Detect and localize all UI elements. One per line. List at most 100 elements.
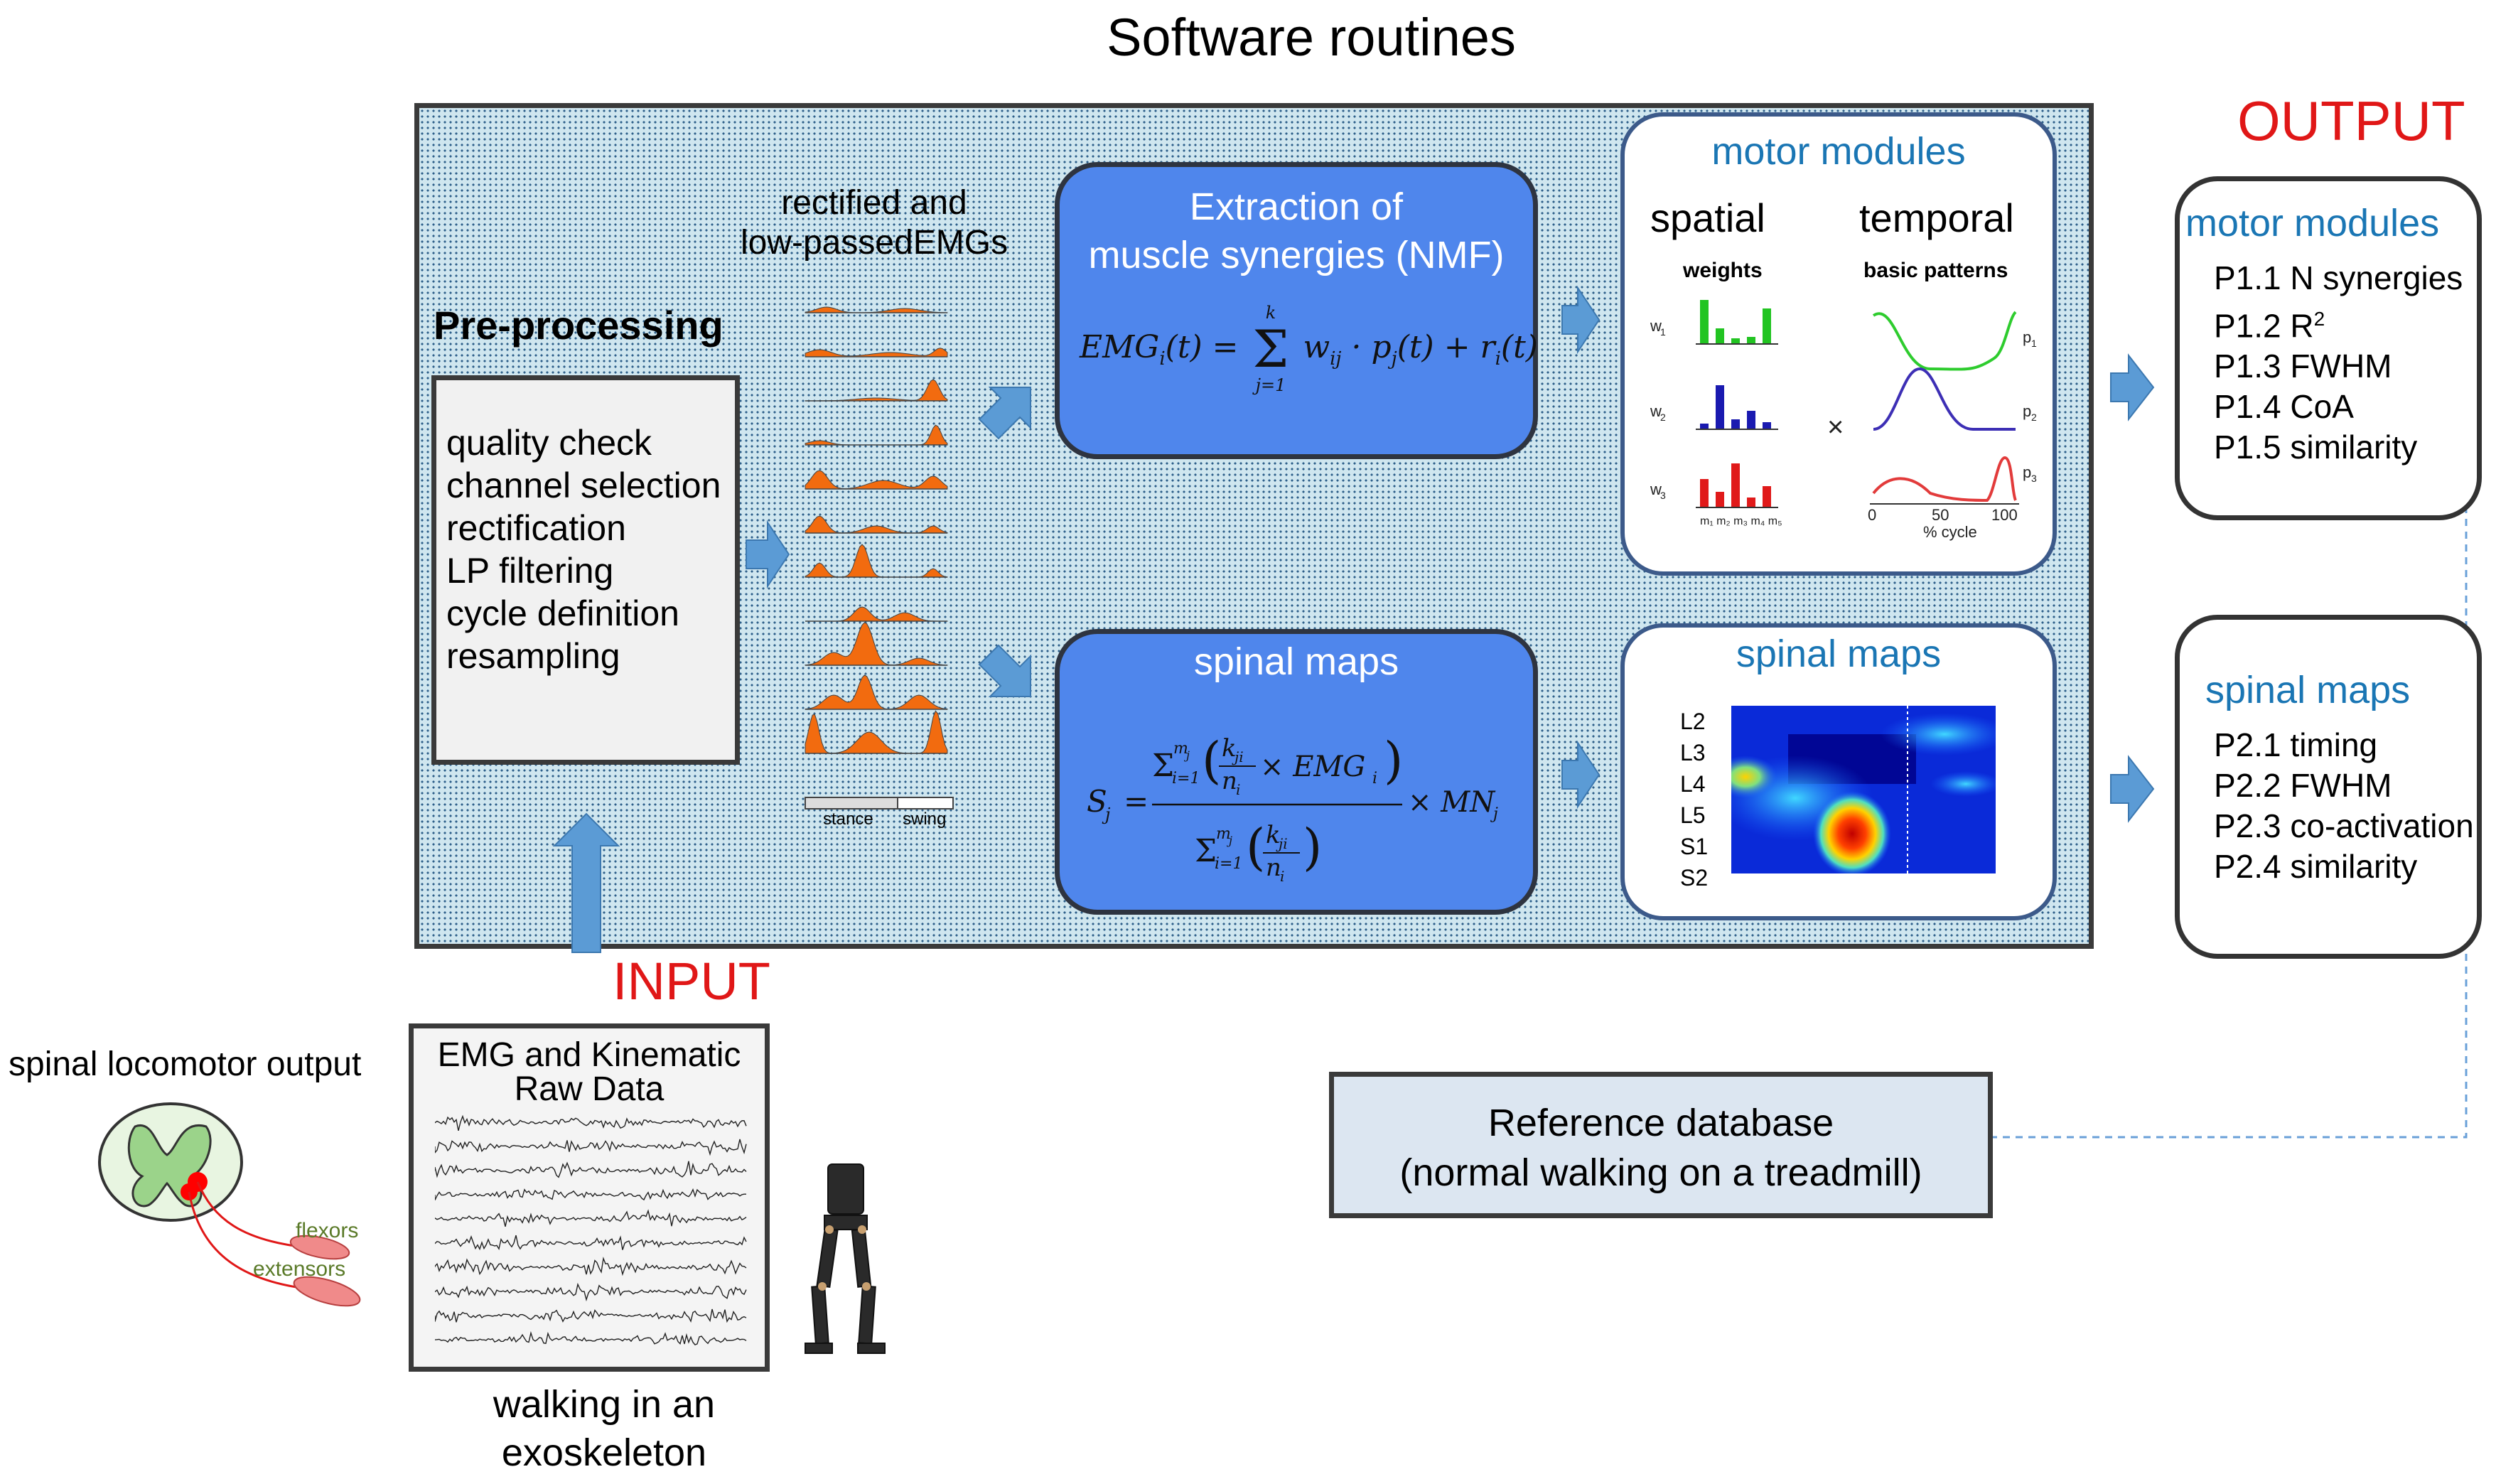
spinal-formula-title: spinal maps xyxy=(1193,640,1399,683)
emg-trace xyxy=(805,515,948,534)
p1-label: p xyxy=(2023,328,2031,346)
reference-line2: (normal walking on a treadmill) xyxy=(1399,1151,1922,1194)
extensor-nerve xyxy=(188,1191,321,1291)
output-p2-4: P2.4 similarity xyxy=(2214,848,2418,885)
weight-bar xyxy=(1700,479,1709,507)
level-s1: S1 xyxy=(1680,834,1709,859)
pattern-p3-curve xyxy=(1872,456,2017,502)
temporal-label: temporal xyxy=(1859,195,2014,240)
svg-text:(: ( xyxy=(1202,731,1221,790)
step-quality-check: quality check xyxy=(446,423,652,463)
svg-text:2: 2 xyxy=(1660,412,1666,423)
output-p1-2: P1.2 R2 xyxy=(2214,307,2325,345)
spinal-levels: L2 L3 L4 L5 S1 S2 xyxy=(1680,706,1708,893)
emg-trace xyxy=(805,306,948,313)
raw-data-box: EMG and Kinematic Raw Data xyxy=(409,1023,770,1372)
weight-bar xyxy=(1731,419,1740,429)
level-l2: L2 xyxy=(1680,709,1706,734)
swing-bar xyxy=(897,797,954,810)
w2-label: w xyxy=(1650,402,1662,420)
basic-patterns-label: basic patterns xyxy=(1863,259,2008,282)
muscle-labels: m₁ m₂ m₃ m₄ m₅ xyxy=(1700,515,1782,527)
level-l5: L5 xyxy=(1680,802,1706,828)
raw-signal-trace xyxy=(435,1257,747,1276)
raw-signal-trace xyxy=(435,1139,747,1156)
output-heading: OUTPUT xyxy=(2237,90,2465,152)
svg-text:(: ( xyxy=(1246,818,1265,876)
svg-text:j: j xyxy=(1184,748,1190,762)
svg-text:ji: ji xyxy=(1232,748,1244,765)
nmf-formula: EMGi(t) = k Σ j=1 wij · pj(t) + ri(t) xyxy=(1080,303,1538,395)
raw-signal-trace xyxy=(435,1235,747,1251)
svg-text:n: n xyxy=(1266,854,1281,882)
level-l4: L4 xyxy=(1680,771,1706,797)
x-tick-50: 50 xyxy=(1932,506,1949,524)
extensors-label: extensors xyxy=(253,1257,345,1281)
weight-bar xyxy=(1731,463,1740,507)
raw-signal-trace xyxy=(435,1209,747,1227)
spatial-label: spatial xyxy=(1650,195,1765,240)
svg-text:i: i xyxy=(1280,868,1284,885)
step-lp-filtering: LP filtering xyxy=(446,551,614,591)
weight-bar xyxy=(1700,424,1709,429)
weight-bar xyxy=(1700,300,1709,344)
svg-text:k: k xyxy=(1222,734,1237,763)
emg-label-line2: low-passedEMGs xyxy=(740,224,1008,262)
svg-text:Σ: Σ xyxy=(1152,748,1174,784)
diagram-title: Software routines xyxy=(1107,8,1516,67)
raw-signal-trace xyxy=(435,1308,747,1323)
svg-text:=: = xyxy=(1124,784,1149,819)
raw-signal-trace xyxy=(435,1114,747,1131)
spinal-formula: S j = Σ m j i=1 ( k ji n i × EMG i ) Σ m… xyxy=(1087,731,1498,885)
raw-signal-trace xyxy=(435,1282,747,1302)
svg-text:): ) xyxy=(1384,731,1403,790)
arrow-input-up xyxy=(552,812,620,953)
motor-modules-panel: motor modules spatial temporal weights b… xyxy=(1620,112,2057,576)
weights-bars xyxy=(1696,300,1778,508)
output-p1-3: P1.3 FWHM xyxy=(2214,348,2392,385)
svg-text:m: m xyxy=(1173,740,1188,758)
caption-line2: exoskeleton xyxy=(501,1431,707,1474)
output-spinal-title: spinal maps xyxy=(2205,669,2411,711)
svg-text:i=1: i=1 xyxy=(1172,770,1200,787)
flexor-muscle xyxy=(289,1235,350,1260)
motor-modules-title: motor modules xyxy=(1711,130,1966,173)
raw-signal-trace xyxy=(435,1330,747,1345)
flexors-label: flexors xyxy=(296,1219,358,1242)
arrow-emg-to-spinal xyxy=(978,644,1031,697)
emg-trace xyxy=(805,470,948,490)
flexor-nerve xyxy=(196,1181,306,1249)
svg-text:m: m xyxy=(1216,825,1231,843)
reference-line1: Reference database xyxy=(1488,1102,1834,1144)
swing-label: swing xyxy=(903,810,946,829)
weight-bar xyxy=(1731,338,1740,344)
weight-bar xyxy=(1747,498,1755,507)
x-axis-label: % cycle xyxy=(1923,523,1977,541)
weight-bar xyxy=(1716,328,1724,344)
level-l3: L3 xyxy=(1680,740,1706,765)
svg-text:): ) xyxy=(1303,818,1322,876)
emg-trace xyxy=(805,674,948,710)
p3-label: p xyxy=(2023,463,2031,481)
times-symbol: × xyxy=(1827,412,1844,443)
output-p1-1: P1.1 N synergies xyxy=(2214,259,2463,296)
spinal-maps-panel-title: spinal maps xyxy=(1736,633,1942,675)
weight-bar xyxy=(1763,308,1771,344)
input-heading: INPUT xyxy=(613,952,770,1011)
x-tick-0: 0 xyxy=(1868,506,1876,524)
preprocessing-heading: Pre-processing xyxy=(434,303,723,348)
arrow-nmf-to-modules xyxy=(1561,285,1601,355)
output-motor-modules: motor modules P1.1 N synergies P1.2 R2 P… xyxy=(2175,176,2482,520)
step-cycle-definition: cycle definition xyxy=(446,593,679,633)
svg-text:j: j xyxy=(1227,834,1232,847)
svg-text:× EMG: × EMG xyxy=(1260,751,1365,783)
raw-data-title-2: Raw Data xyxy=(514,1070,665,1108)
raw-data-title-1: EMG and Kinematic xyxy=(437,1036,741,1074)
output-spinal-maps: spinal maps P2.1 timing P2.2 FWHM P2.3 c… xyxy=(2175,615,2482,959)
raw-data-caption: walking in an exoskeleton xyxy=(426,1380,782,1477)
emg-trace xyxy=(805,622,948,666)
svg-text:3: 3 xyxy=(1660,490,1666,501)
reference-database-box: Reference database (normal walking on a … xyxy=(1329,1072,1993,1218)
svg-text:i: i xyxy=(1236,781,1240,798)
